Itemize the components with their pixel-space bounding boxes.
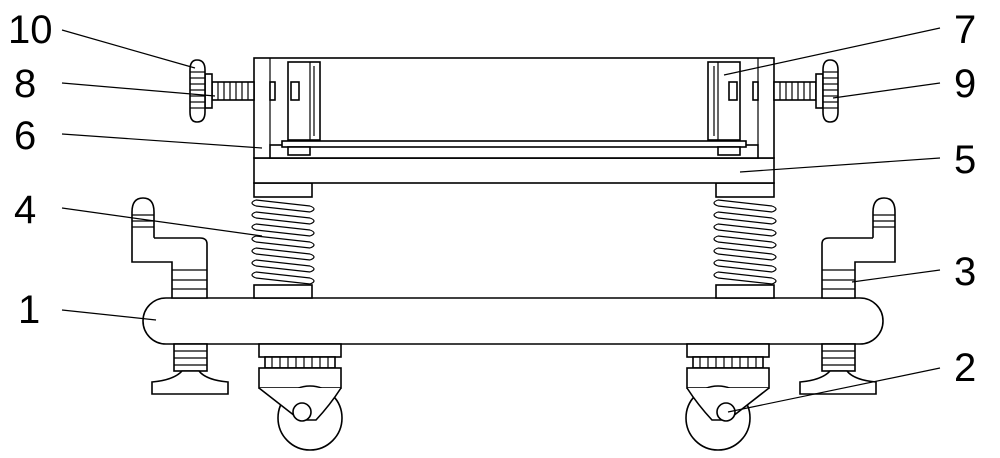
label-8: 8 — [14, 64, 36, 104]
label-2: 2 — [954, 348, 976, 388]
right-caster-wheel — [686, 344, 769, 450]
top-plate — [254, 158, 774, 183]
right-spring — [714, 183, 776, 298]
label-9: 9 — [954, 64, 976, 104]
leader-10 — [62, 30, 195, 68]
label-5: 5 — [954, 140, 976, 180]
left-spring — [252, 183, 314, 298]
right-screw-knob — [774, 60, 838, 122]
leader-3 — [852, 270, 940, 282]
label-3: 3 — [954, 252, 976, 292]
clamp-frame — [254, 58, 774, 158]
leader-6 — [62, 134, 262, 148]
left-screw-knob — [190, 60, 254, 122]
label-10: 10 — [8, 10, 53, 50]
base-bar — [143, 298, 883, 344]
label-1: 1 — [18, 290, 40, 330]
left-adjustable-foot — [132, 198, 228, 394]
label-6: 6 — [14, 116, 36, 156]
label-7: 7 — [954, 10, 976, 50]
label-4: 4 — [14, 190, 36, 230]
leader-4 — [62, 208, 262, 236]
right-adjustable-foot — [800, 198, 895, 394]
leader-1 — [62, 310, 156, 320]
leader-9 — [833, 83, 940, 98]
left-caster-wheel — [259, 344, 342, 450]
